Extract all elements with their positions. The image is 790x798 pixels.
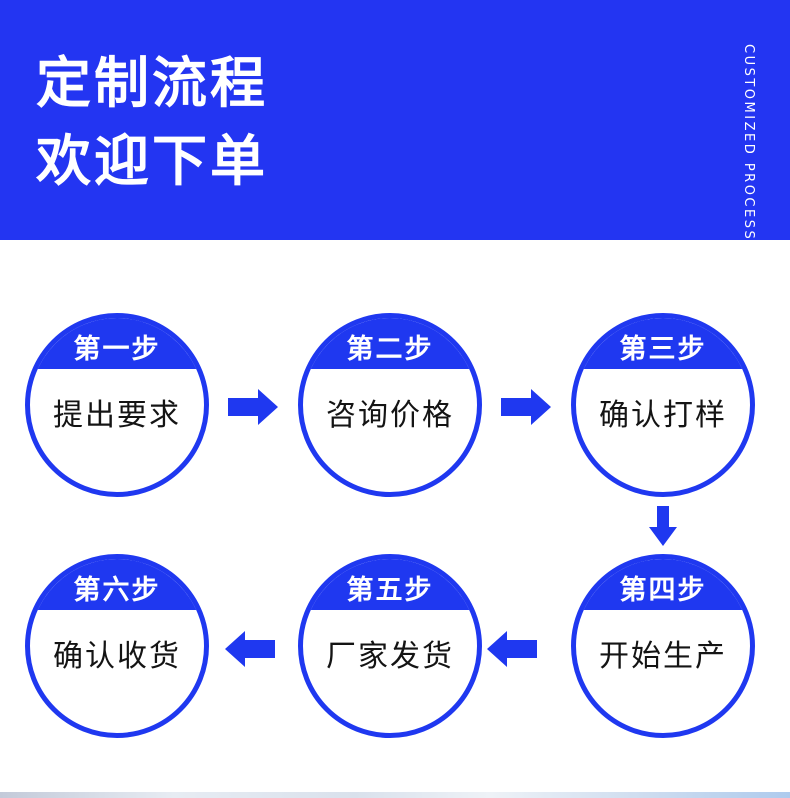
banner: 定制流程 欢迎下单 CUSTOMIZED PROCESS [0, 0, 790, 242]
step-circle-4: 第四步 开始生产 [571, 554, 755, 738]
banner-title-line2: 欢迎下单 [36, 129, 269, 193]
arrow-left-icon [225, 631, 275, 667]
step-circle-2: 第二步 咨询价格 [298, 313, 482, 497]
step-4-label: 第四步 [576, 559, 750, 610]
step-circle-6: 第六步 确认收货 [25, 554, 209, 738]
step-4-action: 开始生产 [599, 638, 727, 674]
step-6-action: 确认收货 [53, 638, 181, 674]
step-1-action: 提出要求 [53, 397, 181, 433]
arrow-right-icon [501, 389, 551, 425]
step-circle-3: 第三步 确认打样 [571, 313, 755, 497]
step-6-label: 第六步 [30, 559, 204, 610]
step-3-label: 第三步 [576, 318, 750, 369]
banner-side-text: CUSTOMIZED PROCESS [741, 44, 756, 242]
step-circle-5: 第五步 厂家发货 [298, 554, 482, 738]
step-5-label: 第五步 [303, 559, 477, 610]
step-2-action: 咨询价格 [326, 397, 454, 433]
step-5-action: 厂家发货 [326, 638, 454, 674]
banner-title: 定制流程 欢迎下单 [36, 44, 268, 200]
step-circle-1: 第一步 提出要求 [25, 313, 209, 497]
bottom-border-strip [0, 792, 790, 798]
arrow-right-icon [228, 389, 278, 425]
step-3-action: 确认打样 [599, 397, 727, 433]
step-2-label: 第二步 [303, 318, 477, 369]
arrow-down-icon [649, 506, 677, 546]
banner-title-line1: 定制流程 [36, 51, 269, 115]
arrow-left-icon [487, 631, 537, 667]
step-1-label: 第一步 [30, 318, 204, 369]
